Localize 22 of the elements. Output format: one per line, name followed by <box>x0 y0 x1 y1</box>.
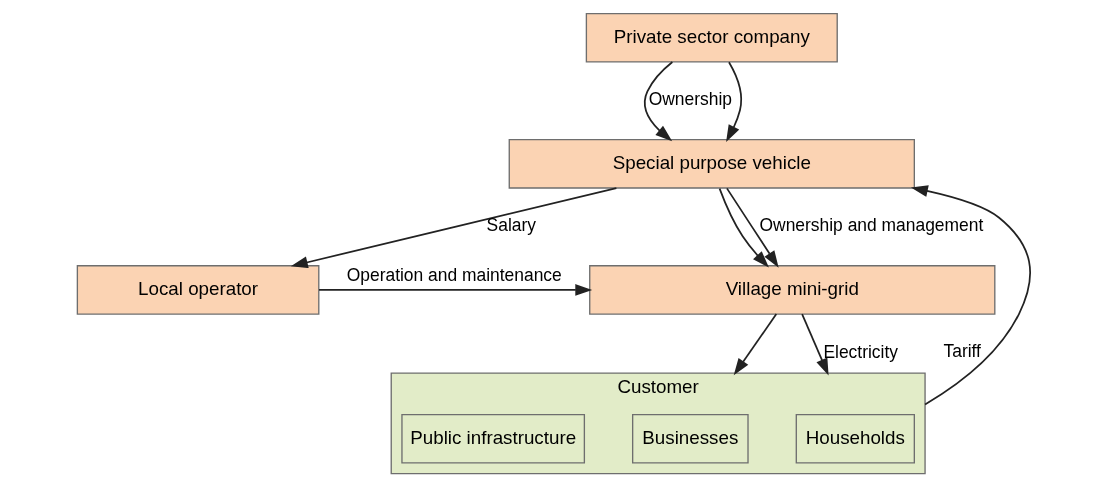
arrow <box>718 187 769 268</box>
edge-label: Tariff <box>943 341 981 362</box>
node-box: Households <box>795 413 915 464</box>
node-box: Public infrastructure <box>401 413 586 464</box>
edge-label: Electricity <box>823 341 898 362</box>
node-box: Private sector company <box>585 12 838 63</box>
arrow <box>801 313 829 376</box>
arrow <box>726 61 743 142</box>
edge-label: Ownership and management <box>759 215 984 236</box>
arrow <box>726 187 779 268</box>
edge-label: Ownership <box>648 89 732 110</box>
edge-label: Salary <box>486 215 536 236</box>
arrow <box>643 61 674 142</box>
node-box: Village mini-grid <box>589 265 996 315</box>
arrow <box>910 185 1031 406</box>
node-box: Special purpose vehicle <box>508 139 915 189</box>
arrow <box>290 187 618 269</box>
arrow <box>733 313 778 376</box>
node-box: Businesses <box>632 413 749 464</box>
node-box: Local operator <box>76 265 320 315</box>
arrow <box>318 284 593 296</box>
edge-label: Operation and maintenance <box>346 265 562 286</box>
